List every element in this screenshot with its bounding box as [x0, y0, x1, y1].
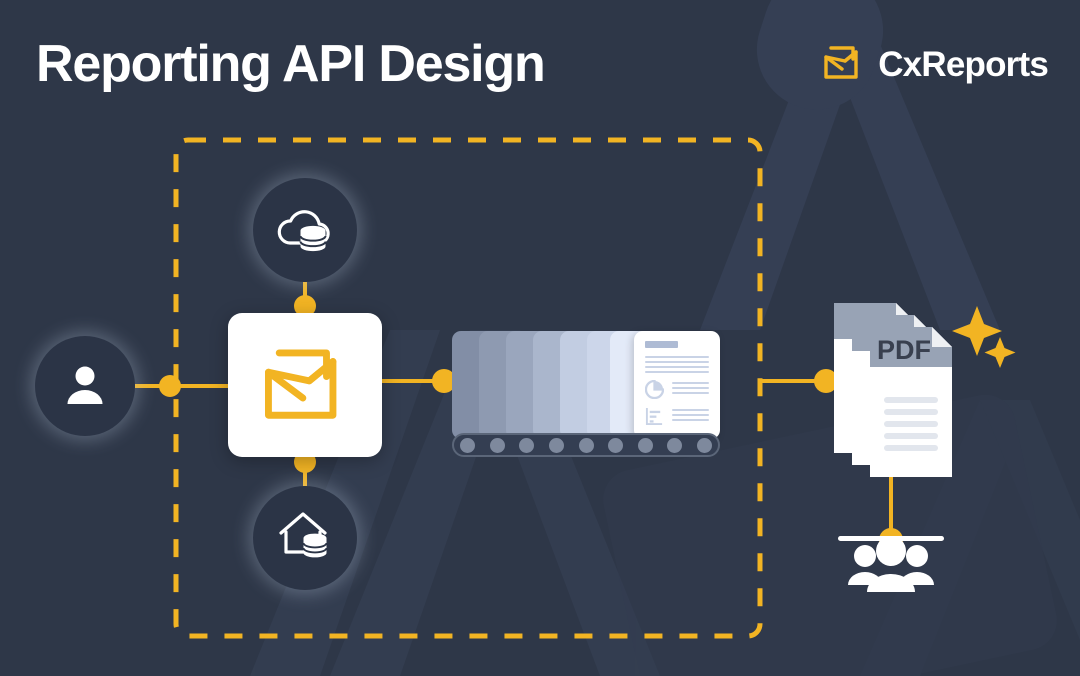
brand-name: CxReports: [878, 44, 1049, 84]
api-boundary: [173, 137, 763, 639]
user-node[interactable]: [35, 336, 135, 436]
belt-dot: [460, 437, 475, 453]
report-title-bar: [645, 341, 678, 348]
bar-chart-icon: [645, 407, 664, 431]
envelope-logo-icon: [258, 340, 352, 431]
page-title: Reporting API Design: [36, 35, 546, 93]
report-preview-card[interactable]: [634, 331, 720, 439]
connector-dot: [432, 369, 456, 393]
belt-dot: [667, 437, 683, 453]
brand-logo: CxReports: [822, 42, 1049, 87]
house-database-icon: [275, 508, 335, 569]
group-of-people-icon: [848, 536, 934, 592]
report-template-carousel[interactable]: [452, 331, 720, 456]
pdf-output-node[interactable]: PDF: [830, 295, 980, 485]
belt-dot: [578, 437, 594, 453]
pdf-sheet-front: PDF: [870, 327, 952, 477]
on-premise-database-node[interactable]: [253, 486, 357, 590]
sparkle-icon: [952, 306, 1016, 368]
belt-dot: [519, 437, 535, 453]
connector-dot: [294, 295, 316, 317]
connector-dot: [814, 369, 838, 393]
belt-dot: [489, 437, 505, 453]
pdf-label: PDF: [877, 335, 931, 365]
pie-chart-icon: [644, 379, 665, 404]
conveyor-belt: [452, 433, 720, 457]
user-icon: [61, 360, 109, 413]
belt-dot: [608, 437, 624, 453]
belt-dot: [697, 437, 712, 453]
belt-dot: [548, 437, 564, 453]
cloud-database-icon: [275, 201, 335, 260]
connector-dot: [159, 375, 181, 397]
audience-node[interactable]: [838, 530, 944, 592]
cloud-database-node[interactable]: [253, 178, 357, 282]
envelope-logo-icon: [822, 42, 864, 87]
reporting-api-node[interactable]: [228, 313, 382, 457]
belt-dot: [637, 437, 653, 453]
